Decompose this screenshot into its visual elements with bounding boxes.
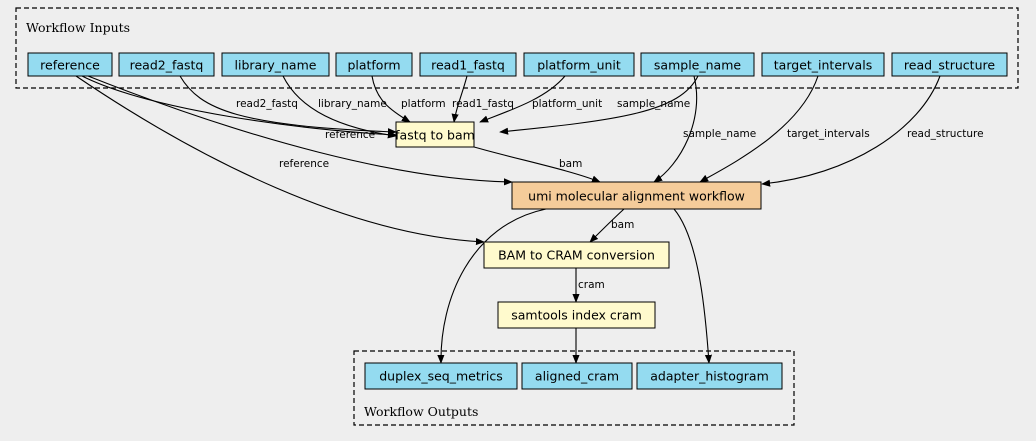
node-sample-name[interactable]: sample_name — [640, 52, 755, 77]
node-read-structure[interactable]: read_structure — [891, 52, 1008, 77]
node-duplex-seq-metrics-label: duplex_seq_metrics — [379, 369, 503, 384]
input-nodes: reference read2_fastq library_name platf… — [27, 52, 1008, 77]
edge-label-target-intervals: target_intervals — [787, 128, 870, 140]
edge-label-read-structure: read_structure — [907, 128, 984, 140]
node-samtools-index[interactable]: samtools index cram — [497, 301, 656, 329]
task-nodes: fastq to bam umi molecular alignment wor… — [395, 121, 762, 329]
edge-label-bam-fastq-umi: bam — [559, 158, 582, 170]
edge-umi-to-duplex — [437, 208, 547, 364]
edge-platform — [371, 75, 411, 123]
node-bam-to-cram-label: BAM to CRAM conversion — [498, 248, 655, 263]
edge-reference-to-bam2cram — [75, 75, 485, 246]
edges — [75, 75, 941, 364]
node-umi-workflow-label: umi molecular alignment workflow — [528, 189, 745, 204]
edge-label-reference-bam2cram: reference — [279, 158, 329, 170]
node-platform-unit-label: platform_unit — [537, 58, 621, 73]
node-duplex-seq-metrics[interactable]: duplex_seq_metrics — [364, 362, 518, 390]
node-platform-label: platform — [347, 58, 400, 73]
edge-label-reference-fastq: reference — [325, 129, 375, 141]
node-read1-fastq-label: read1_fastq — [431, 58, 505, 73]
edge-fastq-to-umi — [473, 146, 601, 183]
node-platform-unit[interactable]: platform_unit — [523, 52, 635, 77]
edge-label-bam-umi-bam2cram: bam — [611, 219, 634, 231]
node-umi-workflow[interactable]: umi molecular alignment workflow — [511, 181, 762, 210]
edge-label-read1-fastq: read1_fastq — [452, 98, 514, 110]
node-reference[interactable]: reference — [27, 52, 113, 77]
node-read2-fastq-label: read2_fastq — [130, 58, 204, 73]
node-fastq-to-bam-label: fastq to bam — [395, 128, 475, 143]
edge-sample-name-to-fastq — [499, 75, 699, 135]
output-nodes: duplex_seq_metrics aligned_cram adapter_… — [364, 362, 783, 390]
workflow-outputs-label: Workflow Outputs — [364, 404, 478, 419]
node-samtools-index-label: samtools index cram — [511, 308, 642, 323]
edge-library-name — [282, 75, 397, 139]
edge-labels: read2_fastq library_name platform read1_… — [236, 98, 984, 291]
edge-label-read2-fastq: read2_fastq — [236, 98, 298, 110]
node-bam-to-cram[interactable]: BAM to CRAM conversion — [483, 241, 670, 269]
node-adapter-histogram-label: adapter_histogram — [650, 369, 769, 384]
edge-label-cram: cram — [578, 279, 605, 291]
edge-target-intervals — [699, 75, 819, 183]
workflow-outputs-cluster: Workflow Outputs — [353, 350, 795, 426]
node-sample-name-label: sample_name — [654, 58, 741, 73]
edge-label-sample-name-umi: sample_name — [683, 128, 756, 140]
edge-read2-fastq — [179, 75, 397, 136]
edge-reference-to-umi — [87, 75, 513, 186]
edge-sample-name-to-umi — [653, 75, 698, 183]
edge-platform-unit — [479, 75, 566, 123]
edge-read1-fastq — [451, 75, 468, 123]
workflow-inputs-cluster: Workflow Inputs — [15, 7, 1019, 89]
edge-label-platform-unit: platform_unit — [532, 98, 602, 110]
node-library-name[interactable]: library_name — [221, 52, 330, 77]
node-fastq-to-bam[interactable]: fastq to bam — [395, 121, 475, 148]
node-aligned-cram[interactable]: aligned_cram — [521, 362, 633, 390]
node-target-intervals[interactable]: target_intervals — [761, 52, 885, 77]
node-aligned-cram-label: aligned_cram — [535, 369, 619, 384]
edge-umi-to-adapter — [673, 208, 713, 364]
node-read-structure-label: read_structure — [904, 58, 995, 73]
workflow-inputs-label: Workflow Inputs — [26, 20, 130, 35]
edge-label-library-name: library_name — [318, 98, 387, 110]
node-read2-fastq[interactable]: read2_fastq — [118, 52, 215, 77]
node-read1-fastq[interactable]: read1_fastq — [419, 52, 517, 77]
edge-read-structure — [761, 75, 941, 187]
edge-label-sample-name-fastq: sample_name — [617, 98, 690, 110]
edge-label-platform: platform — [401, 98, 446, 110]
edge-reference-to-fastq — [81, 75, 397, 139]
node-reference-label: reference — [40, 58, 100, 73]
node-platform[interactable]: platform — [335, 52, 413, 77]
edge-umi-to-bam2cram — [589, 208, 625, 243]
node-library-name-label: library_name — [235, 58, 317, 73]
node-adapter-histogram[interactable]: adapter_histogram — [636, 362, 783, 390]
node-target-intervals-label: target_intervals — [774, 58, 872, 73]
